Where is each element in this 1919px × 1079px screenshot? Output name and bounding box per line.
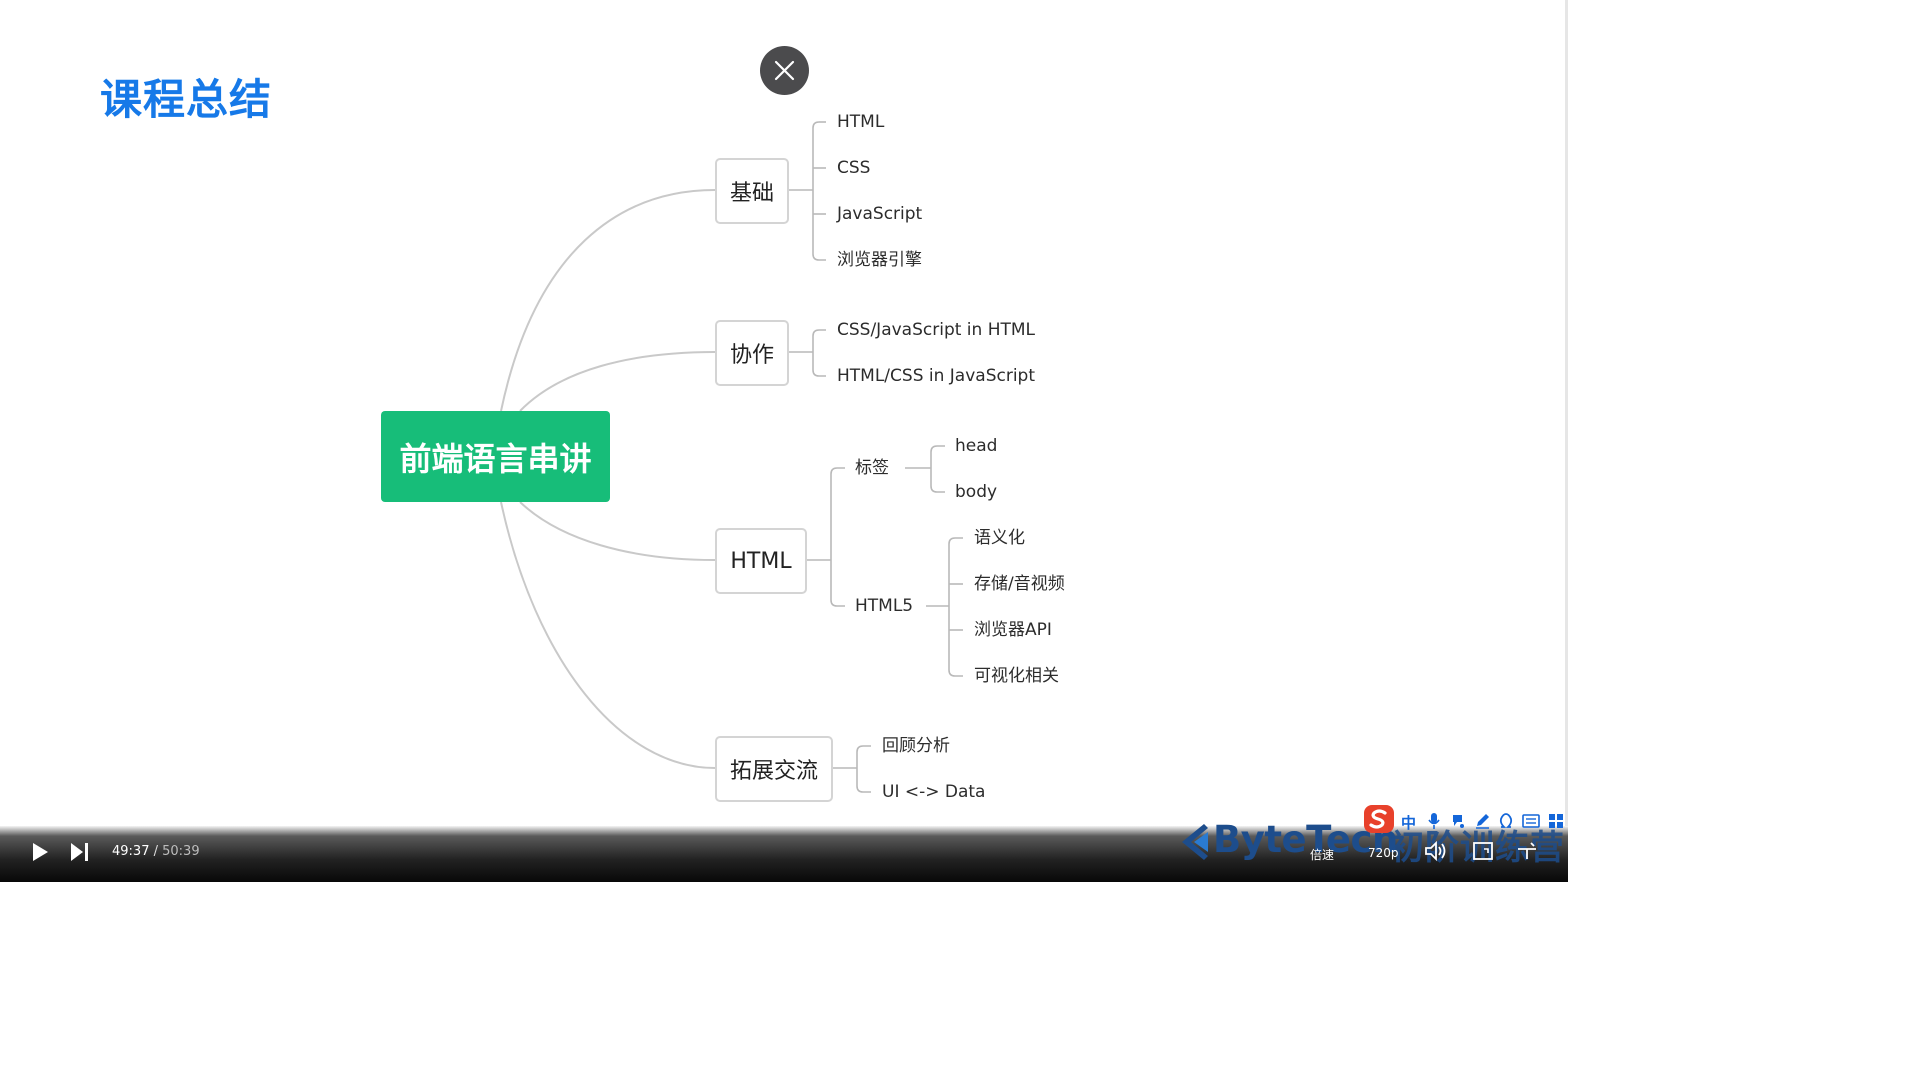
close-icon [774, 60, 795, 81]
leaf-html: HTML [837, 112, 885, 132]
ime-mic-icon[interactable] [1427, 812, 1441, 830]
leaf-visualization: 可视化相关 [974, 666, 1059, 686]
subnode-tags: 标签 [855, 458, 889, 478]
mindmap-connectors [500, 121, 963, 793]
volume-button[interactable] [1424, 840, 1448, 862]
leaf-browser-api: 浏览器API [974, 620, 1052, 640]
branch-collaboration: 协作 [715, 320, 789, 386]
video-frame: 课程总结 前端语言串讲 基础 [0, 0, 1568, 882]
ime-toolbox-icon[interactable] [1548, 812, 1564, 830]
ime-keyboard-icon[interactable] [1522, 812, 1540, 830]
ime-pen-icon[interactable] [1474, 812, 1490, 830]
leaf-css: CSS [837, 158, 871, 178]
branch-extension: 拓展交流 [715, 736, 833, 802]
time-display: 49:37 / 50:39 [112, 844, 200, 859]
leaf-html-css-in-js: HTML/CSS in JavaScript [837, 366, 1036, 386]
quality-button[interactable]: 720p [1368, 846, 1399, 860]
leaf-css-js-in-html: CSS/JavaScript in HTML [837, 320, 1036, 340]
current-time: 49:37 [112, 844, 150, 859]
player-control-bar [0, 826, 1568, 882]
fullscreen-button[interactable] [1472, 840, 1494, 862]
leaf-storage-media: 存储/音视频 [974, 574, 1065, 594]
bytetech-logo [1182, 824, 1208, 860]
speed-button[interactable]: 倍速 [1310, 848, 1335, 862]
slide-title: 课程总结 [100, 75, 273, 124]
leaf-browser-engine: 浏览器引擎 [837, 250, 922, 270]
next-icon [71, 843, 88, 861]
watermark-subtitle: 初阶训练营 [1390, 828, 1565, 868]
fullscreen-icon [1473, 842, 1493, 860]
time-separator: / [149, 844, 163, 859]
leaf-body: body [955, 482, 998, 502]
ime-symbol-icon[interactable] [1498, 812, 1514, 830]
danmaku-button[interactable] [1516, 840, 1540, 862]
leaf-semantics: 语义化 [974, 528, 1025, 548]
volume-icon [1425, 840, 1446, 862]
branch-html: HTML [715, 528, 807, 594]
total-time: 50:39 [162, 844, 200, 859]
ime-punctuation-icon[interactable] [1450, 812, 1466, 830]
branch-basics: 基础 [715, 158, 789, 224]
leaf-ui-data: UI <-> Data [882, 782, 986, 802]
leaf-javascript: JavaScript [837, 204, 923, 224]
leaf-head: head [955, 436, 998, 456]
mindmap-root: 前端语言串讲 [381, 411, 610, 502]
close-button[interactable] [760, 46, 809, 95]
danmaku-icon [1518, 842, 1536, 859]
slide-edge [1565, 0, 1568, 826]
ime-mode[interactable]: 中 [1401, 814, 1417, 832]
play-icon [33, 843, 48, 861]
ime-logo-icon[interactable] [1362, 803, 1396, 835]
leaf-review-analysis: 回顾分析 [882, 736, 950, 756]
next-button[interactable] [69, 841, 91, 863]
subnode-html5: HTML5 [855, 596, 914, 616]
play-button[interactable] [29, 840, 51, 864]
